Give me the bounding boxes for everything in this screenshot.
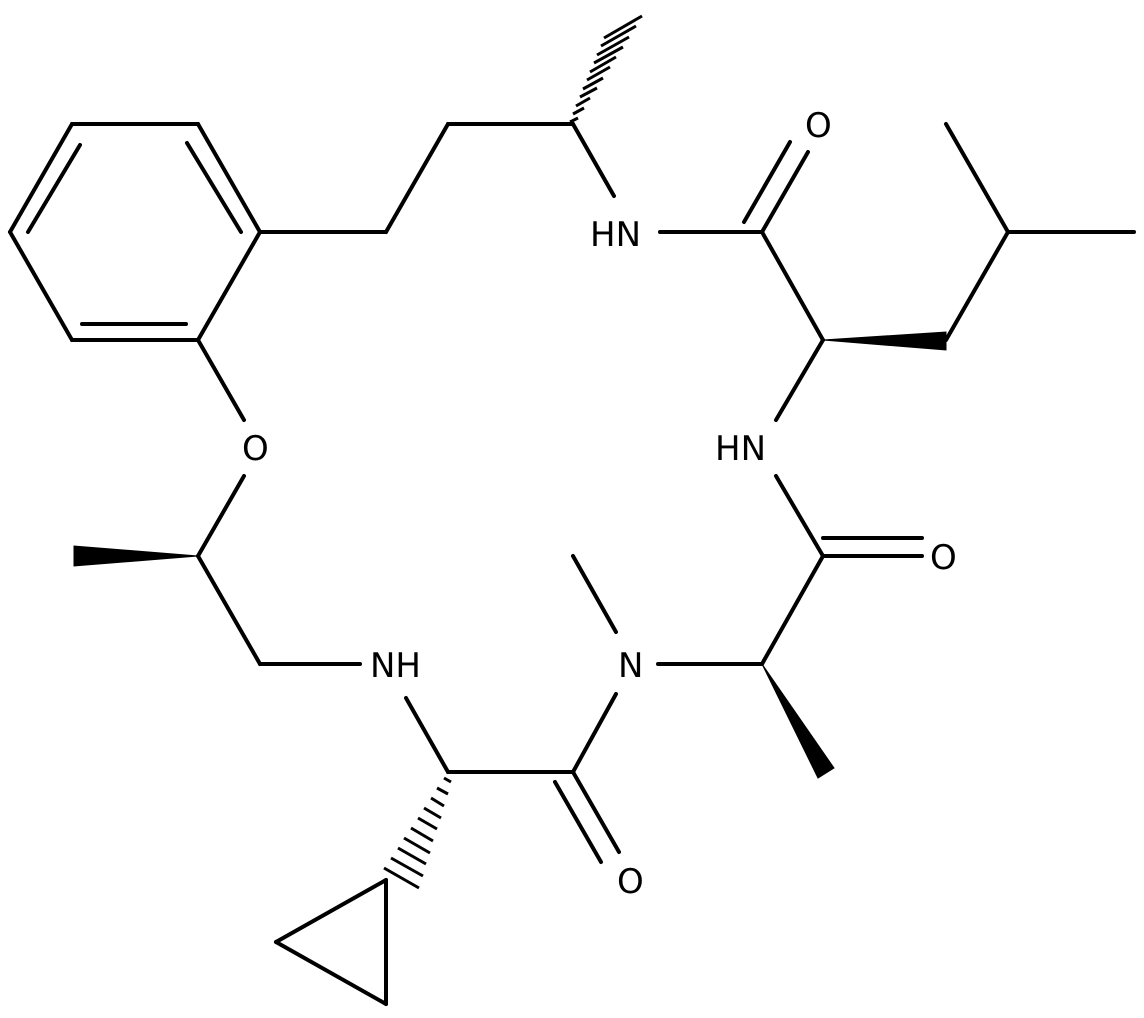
bond (571, 770, 621, 854)
hash-bond (423, 806, 442, 820)
hash-bond (397, 846, 427, 866)
bond (196, 230, 262, 342)
hash-bond (589, 55, 617, 74)
bond (26, 143, 82, 234)
atom-label-hn-top: HN (590, 215, 641, 255)
hash-bond (430, 796, 445, 808)
bond (944, 230, 1010, 342)
atom-label-o-right: O (930, 538, 957, 578)
atom-label-o-top: O (805, 106, 832, 146)
bond (571, 554, 618, 634)
wedge-bond (73, 545, 199, 567)
bond (944, 122, 1010, 234)
hash-bond (390, 856, 424, 878)
hash-bond (569, 116, 579, 124)
bond (196, 474, 246, 558)
bond (274, 940, 388, 1006)
hash-bond (593, 45, 624, 65)
bond (196, 338, 246, 422)
wedge-bond (761, 663, 835, 779)
hash-bond (575, 96, 591, 108)
bond (760, 230, 825, 342)
hash-bond (436, 786, 449, 796)
bond (196, 122, 262, 234)
bond (571, 122, 616, 198)
hash-bond (403, 836, 431, 855)
hash-bond (586, 65, 611, 82)
bond (774, 338, 825, 422)
bond (384, 122, 450, 234)
bond (185, 141, 243, 234)
atom-label-nh-bottom: NH (370, 646, 421, 686)
atom-label-o-bottom: O (617, 862, 644, 902)
bond (774, 474, 825, 558)
hash-bond (579, 86, 598, 99)
hash-bond (383, 866, 420, 890)
bond (8, 230, 74, 342)
hash-bond (600, 24, 637, 48)
bond (760, 150, 810, 234)
atom-label-hn-right: HN (715, 429, 766, 469)
hash-bond (582, 76, 604, 91)
atom-label-n-methyl: N (618, 646, 643, 686)
hash-bond (603, 14, 643, 40)
hash-bond (417, 816, 438, 831)
bond (571, 692, 618, 774)
hash-bond (572, 106, 585, 116)
bond (196, 554, 262, 666)
bond (553, 780, 603, 864)
hash-bond (410, 826, 434, 843)
wedge-bond (822, 331, 947, 351)
bond (742, 140, 792, 224)
bond (274, 878, 388, 944)
bond (404, 696, 450, 774)
hash-bond (596, 35, 630, 57)
bond (760, 554, 825, 666)
atom-label-o-ether: O (242, 429, 269, 469)
hash-bond (443, 776, 452, 784)
bond (8, 122, 74, 234)
